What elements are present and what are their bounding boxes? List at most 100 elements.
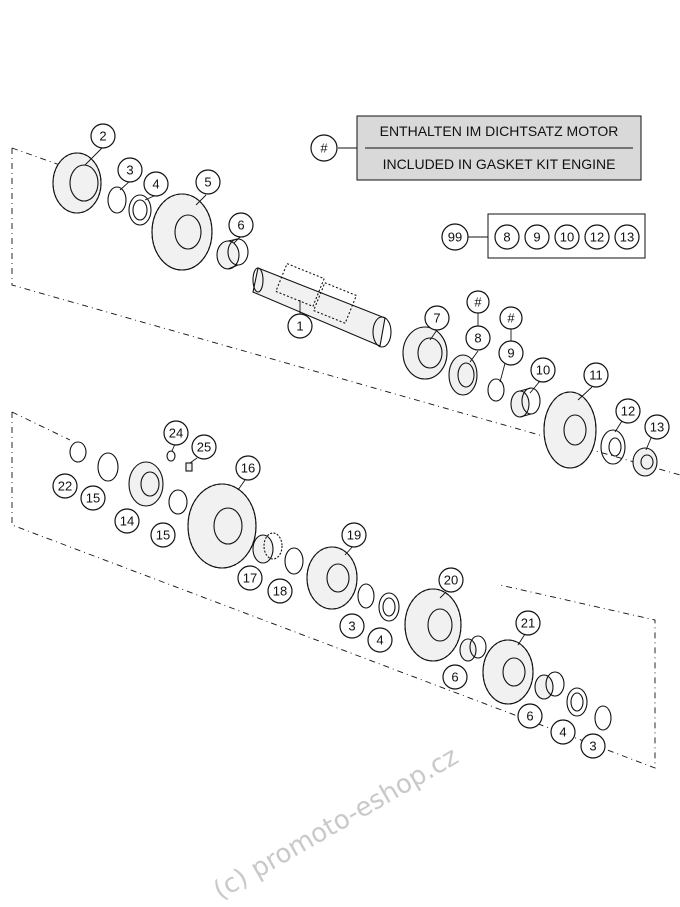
- ball-bearing-7: [402, 326, 448, 380]
- washer-4-upper: [128, 194, 152, 226]
- callout-14: 14: [114, 508, 140, 534]
- legend-text-de: ENTHALTEN IM DICHTSATZ MOTOR: [380, 123, 619, 139]
- svg-text:#: #: [320, 141, 328, 156]
- svg-text:9: 9: [533, 230, 540, 245]
- callout-3-lower-a: 3: [339, 613, 365, 639]
- svg-text:25: 25: [197, 440, 211, 455]
- svg-text:6: 6: [451, 670, 458, 685]
- svg-text:10: 10: [536, 363, 550, 378]
- legend-text-en: INCLUDED IN GASKET KIT ENGINE: [383, 156, 616, 172]
- main-shaft-1: [252, 262, 392, 348]
- gear-21: [482, 639, 534, 705]
- svg-text:21: 21: [521, 616, 535, 631]
- svg-text:4: 4: [152, 177, 159, 192]
- upper-shaft-parts: [52, 152, 658, 477]
- washer-24: [166, 450, 176, 462]
- washer-18: [284, 547, 304, 575]
- svg-text:18: 18: [273, 584, 287, 599]
- svg-text:4: 4: [376, 633, 383, 648]
- svg-text:15: 15: [156, 528, 170, 543]
- svg-text:19: 19: [347, 528, 361, 543]
- svg-text:#: #: [507, 311, 515, 326]
- circlip-3-lower-a: [357, 583, 375, 609]
- callout-hash-8: #: [466, 290, 490, 314]
- lower-callouts: 24 25 16 22 15 14 15 17 18 19 3 4 20 6 2…: [52, 420, 606, 759]
- bearing-6-upper: [216, 238, 249, 270]
- svg-text:4: 4: [559, 725, 566, 740]
- kit-member-10: 10: [554, 224, 580, 250]
- gasket-kit-legend: # ENTHALTEN IM DICHTSATZ MOTOR INCLUDED …: [310, 115, 642, 181]
- svg-text:1: 1: [296, 319, 303, 334]
- kit-member-12: 12: [584, 224, 610, 250]
- svg-text:10: 10: [560, 230, 574, 245]
- svg-text:22: 22: [58, 479, 72, 494]
- kit-member-9: 9: [524, 224, 550, 250]
- svg-text:12: 12: [621, 404, 635, 419]
- lock-washer-12: [600, 429, 626, 465]
- callout-11: 11: [583, 362, 609, 388]
- callout-25: 25: [191, 434, 217, 460]
- kit-member-8: 8: [494, 224, 520, 250]
- callout-13: 13: [644, 414, 670, 440]
- nut-13: [632, 447, 658, 477]
- svg-text:2: 2: [99, 129, 106, 144]
- gear-20: [404, 588, 462, 662]
- svg-text:24: 24: [169, 426, 183, 441]
- needle-bearing-17: [252, 532, 283, 564]
- callout-15-left: 15: [80, 485, 106, 511]
- callout-16: 16: [235, 455, 261, 481]
- callout-7: 7: [424, 305, 450, 331]
- svg-text:5: 5: [204, 175, 211, 190]
- callout-9: 9: [498, 340, 524, 366]
- seal-ring-8: [448, 354, 478, 396]
- callout-6-upper: 6: [228, 212, 254, 238]
- svg-text:3: 3: [348, 619, 355, 634]
- svg-text:#: #: [474, 295, 482, 310]
- callout-17: 17: [237, 565, 263, 591]
- svg-text:3: 3: [126, 163, 133, 178]
- circlip-3-lower-b: [594, 705, 612, 731]
- svg-text:17: 17: [243, 571, 257, 586]
- callout-6-lower-b: 6: [517, 703, 543, 729]
- bearing-14: [128, 461, 164, 507]
- gear-2: [52, 152, 102, 214]
- callout-6-lower-a: 6: [442, 664, 468, 690]
- callout-18: 18: [267, 578, 293, 604]
- legend-hash-callout: #: [310, 134, 338, 162]
- circlip-22: [69, 441, 87, 463]
- washer-15-left: [97, 452, 119, 482]
- kit-99-callout: 99: [441, 223, 469, 251]
- svg-text:8: 8: [503, 230, 510, 245]
- callout-hash-9: #: [499, 306, 523, 330]
- svg-text:6: 6: [237, 218, 244, 233]
- svg-text:13: 13: [650, 420, 664, 435]
- callout-10: 10: [530, 357, 556, 383]
- callout-21: 21: [515, 610, 541, 636]
- callout-19: 19: [341, 522, 367, 548]
- callout-4-upper: 4: [143, 171, 169, 197]
- callout-8: 8: [465, 325, 491, 351]
- washer-15-right: [168, 489, 188, 515]
- svg-text:20: 20: [444, 573, 458, 588]
- svg-text:8: 8: [474, 331, 481, 346]
- bearing-6-lower-a: [459, 635, 487, 662]
- pin-25: [185, 462, 193, 472]
- gear-19: [306, 546, 358, 610]
- callout-4-lower-b: 4: [550, 719, 576, 745]
- circlip-3-upper: [107, 186, 127, 214]
- callout-4-lower-a: 4: [367, 627, 393, 653]
- o-ring-9: [487, 378, 505, 402]
- svg-text:15: 15: [86, 491, 100, 506]
- callout-12: 12: [615, 398, 641, 424]
- callout-20: 20: [438, 567, 464, 593]
- callout-15-right: 15: [150, 522, 176, 548]
- upper-callouts: 2 3 4 5 6 1 7 # 8 # 9 10 11 12 13: [90, 123, 670, 440]
- svg-text:9: 9: [507, 346, 514, 361]
- svg-text:13: 13: [620, 230, 634, 245]
- svg-text:6: 6: [526, 709, 533, 724]
- kit-99-group: 99 8 9 10 12 13: [441, 213, 646, 259]
- assembly-outlines: [11, 147, 680, 769]
- washer-4-lower-a: [378, 592, 400, 622]
- gear-5: [151, 193, 213, 271]
